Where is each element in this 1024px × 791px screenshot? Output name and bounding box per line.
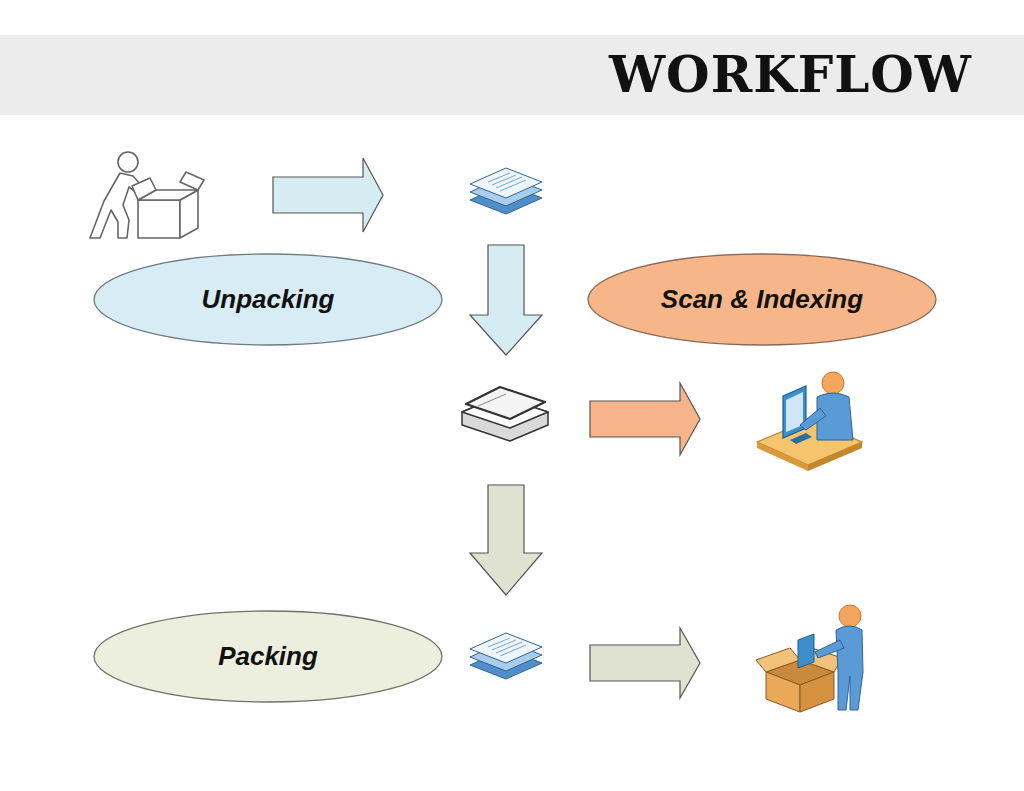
packing-person-icon <box>756 605 863 712</box>
block-arrow <box>470 485 542 595</box>
node-text-box: Unpacking <box>93 253 443 346</box>
block-arrow <box>590 628 700 698</box>
indexing-person-icon <box>757 372 862 471</box>
process-ellipse: Scan & Indexing <box>587 253 937 346</box>
node-text-box: Scan & Indexing <box>587 253 937 346</box>
process-ellipse: Packing <box>93 610 443 703</box>
block-arrow <box>273 158 383 232</box>
node-label: Unpacking <box>202 284 335 315</box>
process-ellipse: Unpacking <box>93 253 443 346</box>
title-band <box>0 35 1024 115</box>
node-label: Packing <box>218 641 318 672</box>
block-arrow <box>590 383 700 455</box>
node-text-box: Packing <box>93 610 443 703</box>
document-stack-icon <box>470 168 542 214</box>
diagram-title: WORKFLOW <box>560 40 972 110</box>
ellipse-shape <box>588 254 936 345</box>
ellipse-shape <box>94 254 442 345</box>
ellipse-shape <box>94 611 442 702</box>
scanner-icon <box>462 387 548 441</box>
unpacking-person-icon <box>90 152 204 238</box>
node-label: Scan & Indexing <box>661 284 863 315</box>
document-stack-icon <box>470 633 542 679</box>
block-arrow <box>470 245 542 355</box>
